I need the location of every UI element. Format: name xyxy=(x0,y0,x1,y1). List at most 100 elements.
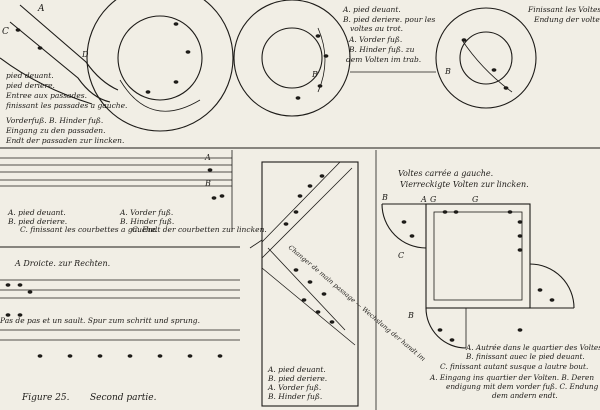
hoofprint-mark xyxy=(17,283,23,287)
figure-caption: Figure 25. xyxy=(21,393,70,403)
hoofprint-mark xyxy=(323,54,329,58)
legend-line: Eingang zu den passaden. xyxy=(5,126,106,135)
legend-line: C. finissant les courbettes a gauche. xyxy=(20,225,158,234)
middle-volte-circle: B A. pied deuant. B. pied deriere. pour … xyxy=(233,0,436,117)
right-circle-inner xyxy=(459,31,513,85)
diagonal-line xyxy=(261,267,356,346)
mark-a: A xyxy=(420,195,427,204)
mark-a: A xyxy=(37,4,45,14)
legend-line: endigung mit dem vorder fuß. C. Endung a… xyxy=(446,382,600,391)
hoofprint-mark xyxy=(5,313,11,317)
part-caption: Second partie. xyxy=(90,393,157,403)
hoofprint-mark xyxy=(517,234,523,238)
hoofprint-mark xyxy=(219,194,225,198)
legend-line: B. finissant auec le pied deuant. xyxy=(465,352,585,361)
legend-line: pied deuant. xyxy=(6,71,54,80)
hoofprint-mark xyxy=(319,174,325,178)
diagonal-line xyxy=(261,167,353,259)
mark-b: B xyxy=(204,179,211,188)
hoofprint-mark xyxy=(173,80,179,84)
hoofprint-mark xyxy=(517,248,523,252)
hoofprint-mark xyxy=(37,46,43,50)
hoofprint-mark xyxy=(503,86,509,90)
hoofprint-mark xyxy=(442,210,448,214)
mark-c: C xyxy=(2,27,9,37)
legend-line: A. pied deuant. xyxy=(267,365,326,374)
hoofprint-mark xyxy=(517,328,523,332)
legend-line: B. Hinder fuß. xyxy=(119,217,174,226)
hoofprint-mark xyxy=(27,290,33,294)
top-left-legend: pied deuant. pied deriere. Entree aux pa… xyxy=(5,71,127,145)
hoofprint-mark xyxy=(297,194,303,198)
legend-line: Endung der volten xyxy=(533,15,600,24)
diagonal-band-text: Changer de main passage — Wechslung der … xyxy=(287,243,427,363)
legend-line: A. Vorder fuß. xyxy=(267,383,321,392)
middle-circle-outer xyxy=(233,0,351,117)
right-circle-outer xyxy=(435,7,537,109)
passade-circle-inner xyxy=(117,15,203,101)
mark-b: B xyxy=(381,193,388,202)
hoofprint-mark xyxy=(321,292,327,296)
hoofprint-mark xyxy=(211,196,217,200)
hoofprint-mark xyxy=(517,220,523,224)
hoofprint-mark xyxy=(453,210,459,214)
legend-line: A. pied deuant. xyxy=(7,208,66,217)
square-volte-subtitle: Vierreckigte Volten zur lincken. xyxy=(400,180,529,189)
volte-square xyxy=(425,203,531,309)
top-left-passade: A C D pied deuant. pied deriere. Entree … xyxy=(0,0,234,145)
hoofprint-mark xyxy=(491,68,497,72)
hoofprint-mark xyxy=(293,210,299,214)
hoofprint-mark xyxy=(97,354,103,358)
hoofprint-mark xyxy=(537,288,543,292)
legend-line: B. Hinder fuß. zu xyxy=(348,45,415,54)
corner-arc xyxy=(381,203,427,249)
legend-line: Endt der passaden zur lincken. xyxy=(5,136,124,145)
diagonal-change-section: Changer de main passage — Wechslung der … xyxy=(249,161,427,407)
mark-g: G xyxy=(430,195,437,204)
volte-square-inner xyxy=(433,211,523,301)
mark-g: G xyxy=(472,195,479,204)
mark-c: C xyxy=(398,251,404,260)
hoofprint-mark xyxy=(207,168,213,172)
corner-arc xyxy=(529,263,575,309)
hoofprint-mark xyxy=(401,220,407,224)
corner-arc xyxy=(425,307,467,349)
passade-loop xyxy=(119,79,201,112)
square-volte-section: Voltes carrée a gauche. Vierreckigte Vol… xyxy=(375,150,600,410)
legend-line: A. Vorder fuß. xyxy=(348,35,402,44)
hoofprint-group xyxy=(5,22,555,358)
diagonal-line xyxy=(267,247,346,331)
passade-circle-outer xyxy=(86,0,234,132)
legend-line: A. Eingang ins quartier der Volten. B. D… xyxy=(429,373,594,382)
legend-line: A. pied deuant. xyxy=(342,5,401,14)
legend-line: pied deriere. xyxy=(6,81,55,90)
hoofprint-mark xyxy=(307,280,313,284)
hoofprint-mark xyxy=(173,22,179,26)
legend-line: C. Endt der courbetten zur lincken. xyxy=(132,225,267,234)
hoofprint-mark xyxy=(409,234,415,238)
legend-line: Vorderfuß. B. Hinder fuß. xyxy=(6,116,103,125)
hoofprint-mark xyxy=(15,28,21,32)
legend-line: voltes au trot. xyxy=(350,24,403,33)
middle-circle-legend: A. pied deuant. B. pied deriere. pour le… xyxy=(342,5,436,64)
hoofprint-mark xyxy=(307,184,313,188)
legend-line: A. Vorder fuß. xyxy=(119,208,173,217)
hoofprint-mark xyxy=(301,298,307,302)
hoofprint-mark xyxy=(283,222,289,226)
a-droicte-label: A Droicte. zur Rechten. xyxy=(14,259,110,268)
hoofprint-mark xyxy=(315,310,321,314)
hoofprint-mark xyxy=(187,354,193,358)
hoofprint-mark xyxy=(37,354,43,358)
hoofprint-mark xyxy=(317,84,323,88)
square-volte-legend: A. Autrée dans le quartier des Voltes. B… xyxy=(429,343,600,400)
middle-circle-inner xyxy=(261,27,323,89)
legend-line: B. pied deriere. pour les xyxy=(342,15,436,24)
mark-b: B xyxy=(311,70,318,79)
right-volte-circle: B Finissant les Voltes. Endung der volte… xyxy=(350,5,600,109)
mark-b: B xyxy=(444,67,451,76)
hoofprint-mark xyxy=(449,338,455,342)
hoofprint-mark xyxy=(127,354,133,358)
hoofprint-mark xyxy=(461,38,467,42)
manege-rectangle xyxy=(261,161,359,407)
hoofprint-mark xyxy=(437,328,443,332)
